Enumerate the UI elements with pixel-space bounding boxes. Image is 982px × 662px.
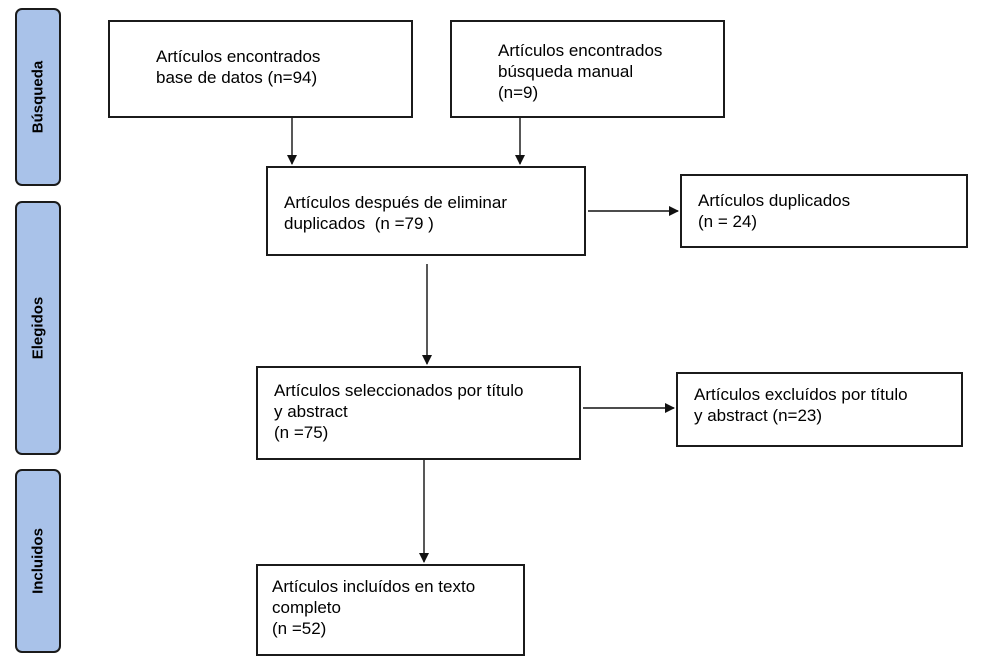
phase-elegidos: Elegidos bbox=[15, 201, 61, 455]
box-articles-selected: Artículos seleccionados por título y abs… bbox=[256, 366, 581, 460]
box-text-line: (n=9) bbox=[498, 83, 539, 102]
box-text-line: Artículos seleccionados por título bbox=[274, 381, 524, 400]
box-text-line: (n =75) bbox=[274, 423, 329, 442]
box-articles-manual-search: Artículos encontrados búsqueda manual (n… bbox=[450, 20, 725, 118]
box-articles-excluded: Artículos excluídos por título y abstrac… bbox=[676, 372, 963, 447]
box-text-line: Artículos excluídos por título bbox=[694, 385, 908, 404]
box-text-line: duplicados (n =79 ) bbox=[284, 214, 434, 233]
box-text-line: Artículos después de eliminar bbox=[284, 193, 508, 212]
box-text-line: completo bbox=[272, 598, 341, 617]
box-text-line: y abstract (n=23) bbox=[694, 406, 823, 425]
box-text-line: Artículos duplicados bbox=[698, 191, 851, 210]
box-articles-after-dedup: Artículos después de eliminar duplicados… bbox=[266, 166, 586, 256]
box-text-line: y abstract bbox=[274, 402, 348, 421]
box-text-line: Artículos encontrados bbox=[498, 41, 663, 60]
box-articles-included: Artículos incluídos en texto completo (n… bbox=[256, 564, 525, 656]
box-text-line: base de datos (n=94) bbox=[156, 68, 318, 87]
box-text-line: búsqueda manual bbox=[498, 62, 634, 81]
box-articles-duplicates: Artículos duplicados (n = 24) bbox=[680, 174, 968, 248]
phase-incluidos: Incluidos bbox=[15, 469, 61, 653]
box-text-line: (n =52) bbox=[272, 619, 327, 638]
box-text-line: Artículos encontrados bbox=[156, 47, 321, 66]
phase-busqueda: Búsqueda bbox=[15, 8, 61, 186]
box-text-line: Artículos incluídos en texto bbox=[272, 577, 476, 596]
box-articles-database: Artículos encontrados base de datos (n=9… bbox=[108, 20, 413, 118]
box-text-line: (n = 24) bbox=[698, 212, 758, 231]
